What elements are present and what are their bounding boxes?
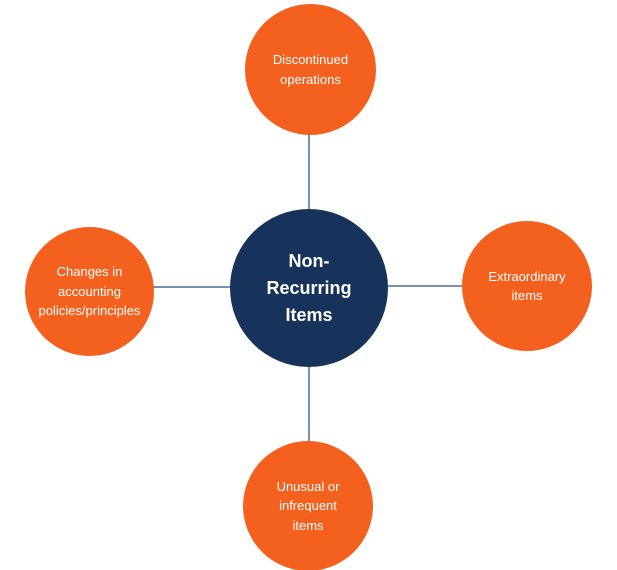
node-extraordinary-items: Extraordinary items	[462, 221, 592, 351]
node-label: Discontinued operations	[272, 52, 349, 87]
center-node-label: Non-Recurring Items	[266, 250, 352, 325]
node-label: Extraordinary items	[488, 268, 566, 304]
connector-center-to-left	[152, 286, 233, 288]
node-label: Changes in accounting policies/principle…	[38, 264, 141, 319]
center-node-non-recurring-items: Non-Recurring Items	[230, 209, 388, 367]
connector-center-to-right	[386, 285, 464, 287]
node-label: Unusual or infrequent items	[276, 478, 340, 533]
node-discontinued-operations: Discontinued operations	[245, 4, 376, 135]
node-unusual-or-infrequent-items: Unusual or infrequent items	[243, 441, 373, 570]
connector-center-to-top	[308, 134, 310, 211]
connector-center-to-bottom	[308, 366, 310, 443]
node-changes-in-accounting-policies: Changes in accounting policies/principle…	[25, 227, 154, 356]
